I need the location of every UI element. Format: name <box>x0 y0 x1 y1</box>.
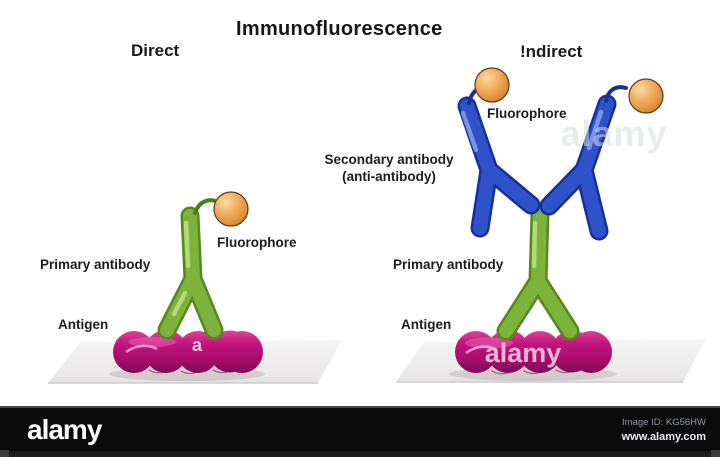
secondary-antibody-shape-right <box>539 94 617 241</box>
fluorophore-linker-indirect-right <box>604 85 628 103</box>
secondary-antibody-label-line2: (anti-antibody) <box>342 169 436 184</box>
indirect-heading: !ndirect <box>520 42 583 61</box>
primary-antibody-label-indirect: Primary antibody <box>393 257 504 272</box>
figure-title: Immunofluorescence <box>236 18 443 40</box>
alamy-url-text: www.alamy.com <box>621 431 706 443</box>
footer-bottom-strip <box>0 451 720 457</box>
fluorophore-label-indirect: Fluorophore <box>487 106 567 121</box>
alamy-watermark-antigen-left: a <box>192 335 203 355</box>
secondary-antibody-shape-left <box>457 96 541 238</box>
footer-right-block: Image ID: KG56HW www.alamy.com <box>622 417 706 443</box>
primary-antibody-shape-indirect <box>496 203 580 341</box>
direct-diagram: a <box>48 191 342 384</box>
alamy-footer-bar: alamy Image ID: KG56HW www.alamy.com <box>0 406 720 457</box>
fluorophore-sphere-direct <box>213 191 249 227</box>
direct-heading: Direct <box>131 41 180 60</box>
antigen-rod-indirect: alamy <box>455 330 612 375</box>
antigen-rod-direct: a <box>113 330 263 375</box>
antigen-label-direct: Antigen <box>58 317 109 332</box>
rod-highlight-squiggle-indirect <box>465 345 498 355</box>
indirect-diagram: alamy alamy <box>396 67 706 383</box>
footer-corner-left <box>0 450 9 457</box>
image-id-text: Image ID: KG56HW <box>622 417 706 428</box>
fluorophore-sphere-indirect-right <box>628 78 664 114</box>
footer-corner-right <box>711 450 720 457</box>
primary-antibody-label-direct: Primary antibody <box>40 257 151 272</box>
secondary-antibody-label: Secondary antibody (anti-antibody) <box>316 151 462 185</box>
rod-highlight-squiggle-direct <box>125 344 158 354</box>
alamy-logo: alamy <box>27 414 102 445</box>
alamy-watermark-antigen-right: alamy <box>485 338 562 368</box>
fluorophore-sphere-indirect-left <box>474 67 510 103</box>
primary-antibody-shape-direct <box>157 206 224 340</box>
secondary-antibody-label-line1: Secondary antibody <box>324 152 454 167</box>
fluorophore-label-direct: Fluorophore <box>217 235 297 250</box>
antigen-label-indirect: Antigen <box>401 317 452 332</box>
alamy-watermark-center: alamy <box>560 113 667 154</box>
